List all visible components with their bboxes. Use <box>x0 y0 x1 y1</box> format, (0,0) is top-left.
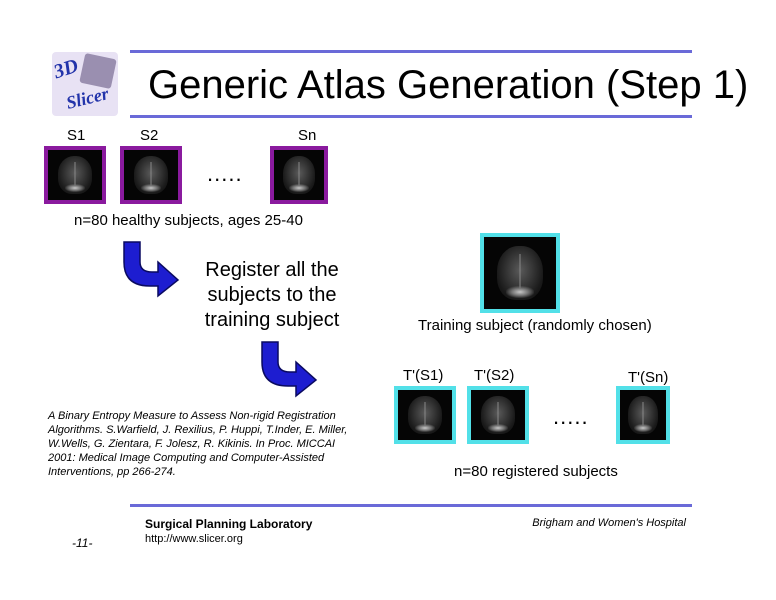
register-text: Register all the subjects to the trainin… <box>204 259 340 331</box>
registered-label-sn: T'(Sn) <box>628 369 669 386</box>
registered-ellipsis: ..... <box>553 404 589 429</box>
registered-label-s1: T'(S1) <box>403 367 444 384</box>
subject-label-sn: Sn <box>298 127 317 144</box>
registered-caption: n=80 registered subjects <box>454 463 618 480</box>
training-caption: Training subject (randomly chosen) <box>418 317 652 334</box>
registered-label-s2: T'(S2) <box>474 367 515 384</box>
reference-citation: A Binary Entropy Measure to Assess Non-r… <box>48 410 348 478</box>
top-rule <box>130 50 692 53</box>
registered-image-s1 <box>394 386 456 444</box>
slicer-logo: 3D Slicer <box>52 52 118 116</box>
curved-arrow-icon <box>261 341 318 398</box>
curved-arrow-icon <box>123 241 180 298</box>
logo-graphic <box>79 53 117 89</box>
registered-image-s2 <box>467 386 529 444</box>
subject-label-s1: S1 <box>67 127 86 144</box>
subject-image-s1 <box>44 146 106 204</box>
slide-title: Generic Atlas Generation (Step 1) <box>148 63 749 107</box>
subject-image-s2 <box>120 146 182 204</box>
subject-image-sn <box>270 146 328 204</box>
footer-lab-name: Surgical Planning Laboratory <box>145 517 313 531</box>
title-rule <box>130 115 692 118</box>
footer-hospital: Brigham and Women's Hospital <box>532 517 686 529</box>
footer-rule <box>130 504 692 507</box>
page-number: -11- <box>72 536 93 550</box>
registered-image-sn <box>616 386 670 444</box>
subjects-ellipsis: ..... <box>207 161 243 186</box>
logo-text-3d: 3D <box>52 54 82 84</box>
subjects-caption: n=80 healthy subjects, ages 25-40 <box>74 212 303 229</box>
training-subject-image <box>480 233 560 313</box>
logo-text-slicer: Slicer <box>64 83 111 113</box>
footer-url-link[interactable]: http://www.slicer.org <box>145 533 243 545</box>
subject-label-s2: S2 <box>140 127 159 144</box>
